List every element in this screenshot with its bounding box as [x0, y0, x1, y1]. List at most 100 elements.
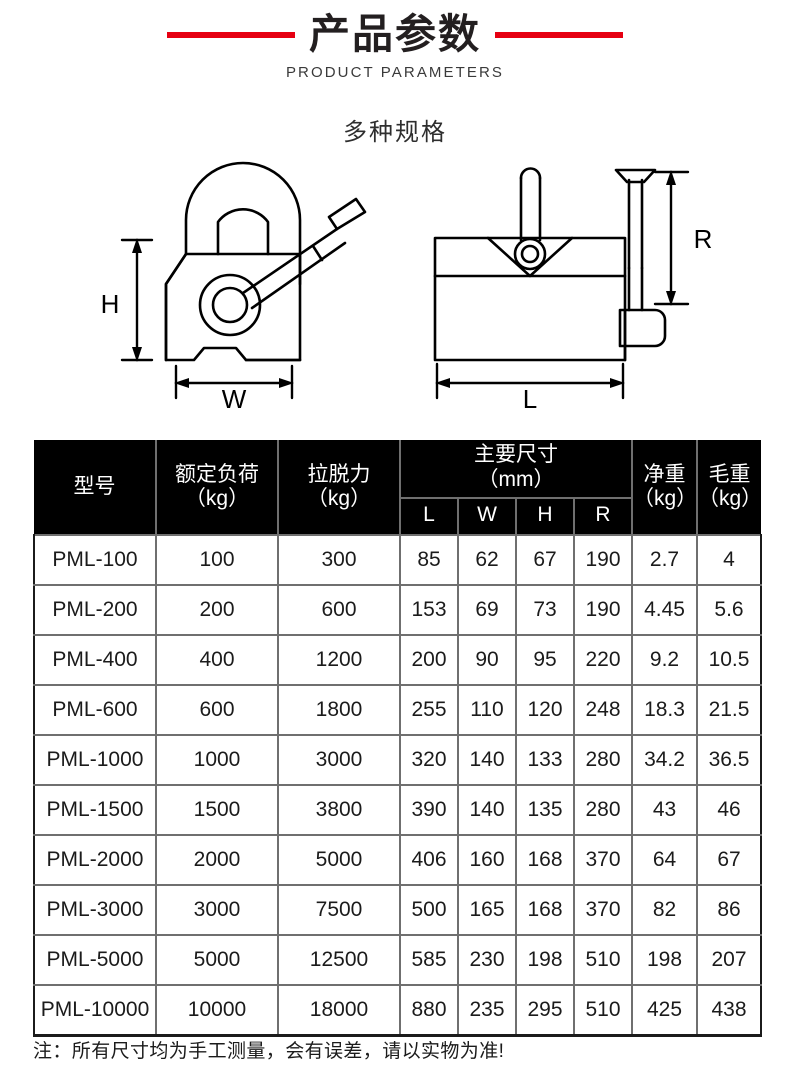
- cell-l: 406: [399, 834, 459, 886]
- cell-r: 190: [573, 534, 633, 586]
- cell-gross-weight: 438: [696, 984, 762, 1037]
- cell-l: 880: [399, 984, 459, 1037]
- cell-w: 90: [457, 634, 517, 686]
- col-header-breakaway-force: 拉脱力 （kg）: [277, 440, 401, 535]
- width-dimension-marker: [174, 364, 294, 400]
- cell-l: 200: [399, 634, 459, 686]
- cell-rated-load: 1500: [155, 784, 279, 836]
- cell-gross-weight: 67: [696, 834, 762, 886]
- width-dimension-label: W: [222, 384, 247, 414]
- cell-breakaway: 1800: [277, 684, 401, 736]
- cell-rated-load: 5000: [155, 934, 279, 986]
- cell-r: 510: [573, 984, 633, 1037]
- cell-net-weight: 425: [631, 984, 698, 1037]
- cell-rated-load: 600: [155, 684, 279, 736]
- cell-h: 295: [515, 984, 575, 1037]
- col-header-dim-r: R: [573, 497, 633, 535]
- cell-r: 370: [573, 834, 633, 886]
- col-header-net-weight: 净重 （kg）: [631, 440, 698, 535]
- cell-net-weight: 82: [631, 884, 698, 936]
- cell-h: 95: [515, 634, 575, 686]
- cell-h: 120: [515, 684, 575, 736]
- cell-model: PML-200: [33, 584, 157, 636]
- cell-rated-load: 100: [155, 534, 279, 586]
- cell-l: 500: [399, 884, 459, 936]
- cell-gross-weight: 10.5: [696, 634, 762, 686]
- cell-net-weight: 4.45: [631, 584, 698, 636]
- length-dimension-marker: [435, 362, 625, 400]
- cell-breakaway: 3800: [277, 784, 401, 836]
- cell-gross-weight: 46: [696, 784, 762, 836]
- cell-r: 370: [573, 884, 633, 936]
- specifications-table: 型号 额定负荷 （kg） 拉脱力 （kg） 主要尺寸 （mm） 净重 （kg）: [33, 440, 762, 1037]
- cell-w: 62: [457, 534, 517, 586]
- cell-net-weight: 64: [631, 834, 698, 886]
- cell-net-weight: 198: [631, 934, 698, 986]
- page-subtitle-english: PRODUCT PARAMETERS: [285, 64, 505, 81]
- rated-load-line1: 额定负荷: [175, 462, 259, 486]
- dimension-diagram-svg: H W L R: [101, 161, 713, 414]
- title-row: 产品参数: [167, 14, 623, 55]
- section-subtitle: 多种规格: [343, 119, 447, 146]
- cell-breakaway: 5000: [277, 834, 401, 886]
- cell-gross-weight: 4: [696, 534, 762, 586]
- radius-dimension-label: R: [694, 224, 713, 254]
- breakaway-line2: （kg）: [306, 487, 372, 510]
- cell-h: 168: [515, 884, 575, 936]
- cell-w: 235: [457, 984, 517, 1037]
- rule-right-decoration: [495, 31, 623, 38]
- cell-gross-weight: 36.5: [696, 734, 762, 786]
- gross-weight-line2: （kg）: [698, 487, 763, 510]
- cell-gross-weight: 207: [696, 934, 762, 986]
- cell-h: 133: [515, 734, 575, 786]
- cell-breakaway: 18000: [277, 984, 401, 1037]
- col-header-rated-load: 额定负荷 （kg）: [155, 440, 279, 535]
- cell-w: 110: [457, 684, 517, 736]
- cell-breakaway: 12500: [277, 934, 401, 986]
- cell-model: PML-100: [33, 534, 157, 586]
- cell-net-weight: 43: [631, 784, 698, 836]
- col-header-dim-w: W: [457, 497, 517, 535]
- cell-w: 160: [457, 834, 517, 886]
- length-dimension-label: L: [523, 384, 537, 414]
- gross-weight-line1: 毛重: [708, 462, 751, 486]
- cell-net-weight: 9.2: [631, 634, 698, 686]
- cell-breakaway: 300: [277, 534, 401, 586]
- breakaway-line1: 拉脱力: [307, 462, 371, 486]
- cell-rated-load: 10000: [155, 984, 279, 1037]
- cell-r: 510: [573, 934, 633, 986]
- cell-breakaway: 600: [277, 584, 401, 636]
- cell-model: PML-3000: [33, 884, 157, 936]
- cell-breakaway: 7500: [277, 884, 401, 936]
- cell-r: 220: [573, 634, 633, 686]
- cell-l: 153: [399, 584, 459, 636]
- cell-net-weight: 34.2: [631, 734, 698, 786]
- table-footnote: 注：所有尺寸均为手工测量，会有误差，请以实物为准!: [33, 1041, 505, 1062]
- cell-model: PML-10000: [33, 984, 157, 1037]
- cell-w: 140: [457, 784, 517, 836]
- page-header: 产品参数 PRODUCT PARAMETERS: [0, 14, 790, 81]
- cell-r: 190: [573, 584, 633, 636]
- cell-l: 255: [399, 684, 459, 736]
- col-header-dim-h: H: [515, 497, 575, 535]
- cell-w: 230: [457, 934, 517, 986]
- cell-h: 135: [515, 784, 575, 836]
- cell-h: 198: [515, 934, 575, 986]
- cell-model: PML-2000: [33, 834, 157, 886]
- col-header-dim-l: L: [399, 497, 459, 535]
- cell-model: PML-400: [33, 634, 157, 686]
- col-header-gross-weight: 毛重 （kg）: [696, 440, 763, 535]
- dimensions-line2: （mm）: [477, 467, 555, 491]
- cell-l: 85: [399, 534, 459, 586]
- rule-left-decoration: [167, 31, 295, 38]
- front-view-drawing: [164, 161, 367, 362]
- cell-r: 280: [573, 734, 633, 786]
- cell-l: 320: [399, 734, 459, 786]
- cell-net-weight: 18.3: [631, 684, 698, 736]
- cell-rated-load: 1000: [155, 734, 279, 786]
